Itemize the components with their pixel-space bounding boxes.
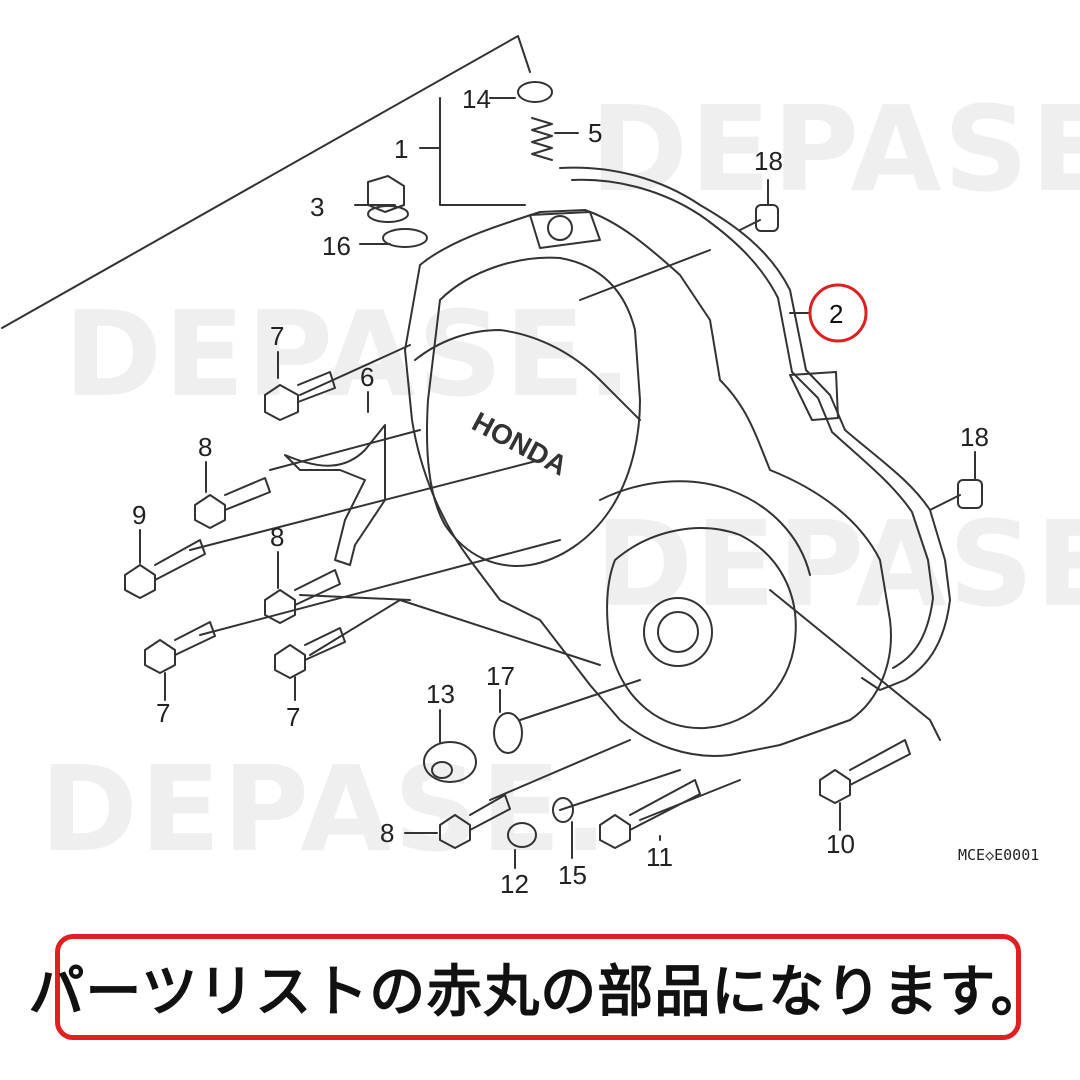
gasket-tab	[789, 371, 839, 421]
watermark: DEPASE.	[40, 740, 610, 878]
leader-line	[439, 97, 526, 206]
part-label-12: 12	[500, 869, 529, 899]
crank-cover-hub	[643, 597, 713, 667]
bolt-icon	[264, 371, 336, 421]
cover-logo: HONDA	[467, 406, 572, 482]
crank-cover-ring	[606, 527, 797, 730]
o-ring-icon	[382, 228, 428, 248]
bolt-icon	[144, 621, 216, 674]
projection-line	[299, 594, 411, 601]
watermark: DEPASE.	[595, 495, 1080, 633]
part-label-5: 5	[588, 118, 602, 148]
projection-line	[559, 769, 681, 811]
projection-line	[269, 429, 421, 471]
part-label-8: 8	[380, 818, 394, 848]
projection-line	[189, 459, 541, 551]
projection-line	[519, 679, 641, 721]
timing-hole-cap-icon	[507, 822, 537, 848]
watermark: DEPASE.	[64, 285, 634, 423]
bolt-icon	[819, 739, 911, 804]
washer-icon	[493, 712, 523, 754]
highlight-circle	[808, 283, 868, 343]
clutch-cover-rib	[414, 329, 641, 421]
part-label-8: 8	[198, 432, 212, 462]
bolt-icon	[274, 627, 346, 679]
caption-text: パーツリストの赤丸の部品になります。	[28, 959, 1048, 1025]
crank-cover-hub-inner	[657, 611, 699, 653]
caption-box: パーツリストの赤丸の部品になります。	[28, 934, 1047, 1040]
part-label-10: 10	[826, 829, 855, 859]
part-label-7: 7	[270, 321, 284, 351]
oil-filler-cap-icon	[367, 175, 409, 223]
projection-line	[309, 599, 601, 666]
part-label-2: 2	[829, 299, 843, 329]
stay-bracket	[284, 424, 386, 566]
clutch-cover-inner-dome	[426, 256, 641, 567]
guide-line	[1, 35, 531, 329]
part-label-16: 16	[322, 231, 351, 261]
part-label-7: 7	[156, 698, 170, 728]
projection-line	[489, 739, 631, 801]
rubber-cap-icon	[517, 81, 553, 103]
washer-icon	[552, 797, 574, 823]
clutch-cover-rib	[599, 480, 811, 576]
part-label-3: 3	[310, 192, 324, 222]
clutch-cover-body	[404, 209, 892, 757]
bolt-icon	[194, 477, 271, 529]
projection-line	[929, 494, 961, 511]
part-label-13: 13	[426, 679, 455, 709]
projection-line	[299, 344, 411, 396]
dowel-pin-icon	[957, 479, 983, 509]
bolt-icon	[124, 539, 206, 599]
part-label-11: 11	[646, 842, 673, 872]
watermark: DEPASE.	[590, 80, 1080, 218]
bolt-icon	[599, 779, 701, 849]
part-label-18: 18	[754, 146, 783, 176]
oil-filler-hole	[547, 215, 573, 241]
projection-line	[769, 589, 941, 741]
oil-filler-boss	[529, 211, 601, 249]
crank-hole-cap-icon	[423, 741, 477, 783]
part-label-1: 1	[394, 134, 408, 164]
projection-line	[579, 249, 711, 301]
part-label-6: 6	[360, 362, 374, 392]
bolt-icon	[439, 794, 511, 849]
part-label-17: 17	[486, 661, 515, 691]
gasket-inner-outline	[571, 178, 934, 669]
dowel-pin-icon	[755, 204, 779, 232]
gasket-outline	[559, 166, 951, 691]
part-label-18: 18	[960, 422, 989, 452]
part-label-9: 9	[132, 500, 146, 530]
diagram-code: MCE◇E0001	[958, 846, 1040, 864]
part-label-14: 14	[462, 84, 491, 114]
spring-icon	[531, 117, 553, 161]
bolt-icon	[264, 569, 341, 624]
part-label-8: 8	[270, 522, 284, 552]
projection-line	[199, 539, 561, 636]
part-label-15: 15	[558, 860, 587, 890]
part-label-7: 7	[286, 702, 300, 732]
